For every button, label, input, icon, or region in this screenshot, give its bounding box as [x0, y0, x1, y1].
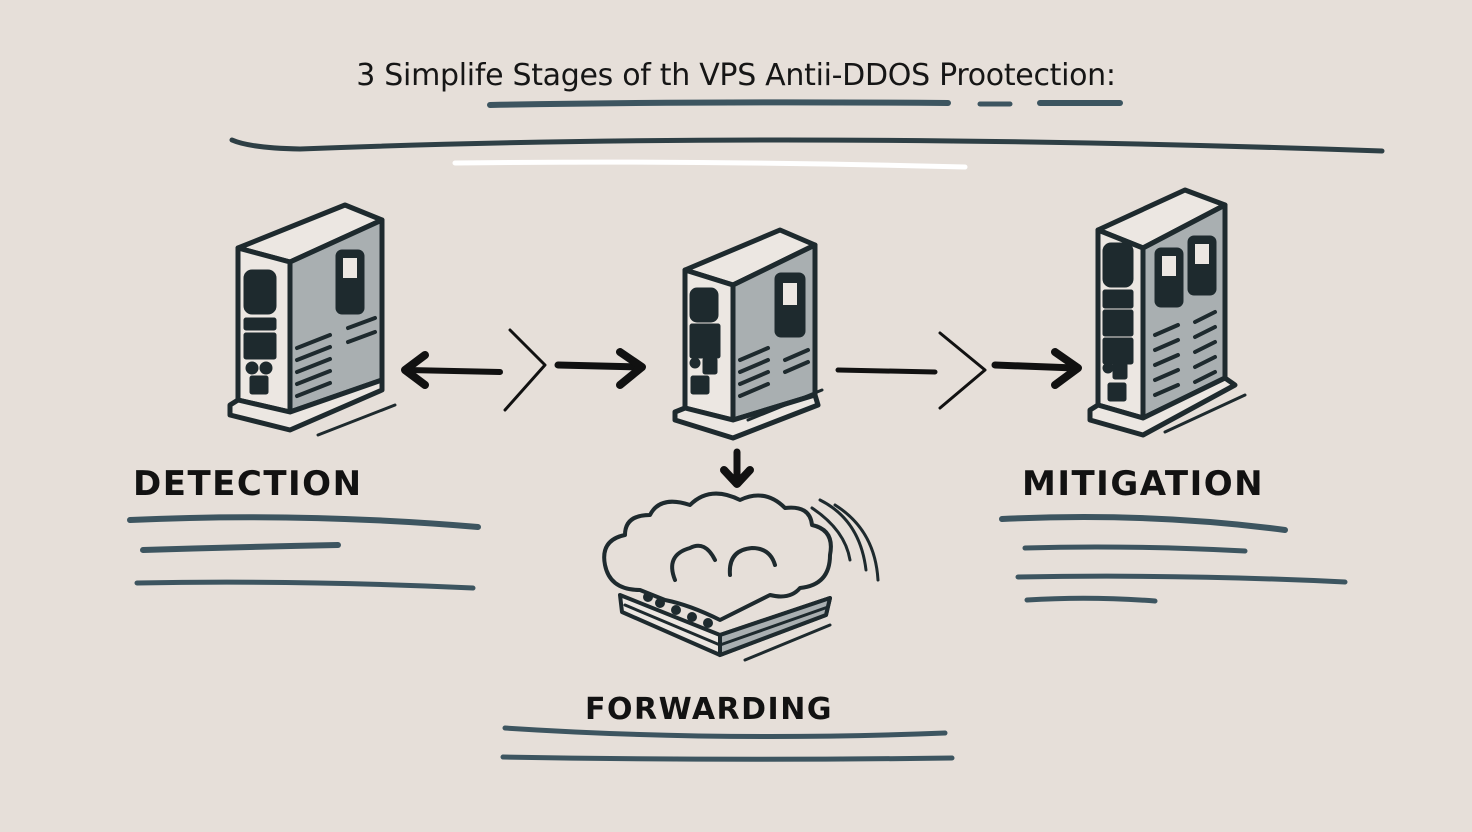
stage-label-mitigation: MITIGATION — [1022, 464, 1265, 504]
down-arrow-icon — [720, 448, 754, 488]
detection-to-forwarding-connector — [401, 328, 646, 412]
detection-server-icon — [227, 202, 397, 437]
divider-line — [229, 137, 1385, 170]
detection-description-lines — [127, 514, 481, 591]
forwarding-description-lines — [500, 725, 955, 762]
mitigation-server-icon — [1087, 187, 1247, 438]
title-underline — [487, 99, 1123, 108]
stage-label-detection: DETECTION — [133, 464, 363, 504]
forwarding-to-mitigation-connector — [835, 331, 1082, 410]
diagram-title: 3 Simplife Stages of th VPS Antii-DDOS P… — [356, 58, 1116, 93]
cloud-server-icon — [602, 491, 880, 662]
stage-label-forwarding: FORWARDING — [585, 692, 833, 727]
forwarding-server-icon — [672, 227, 824, 441]
mitigation-description-lines — [999, 514, 1348, 604]
